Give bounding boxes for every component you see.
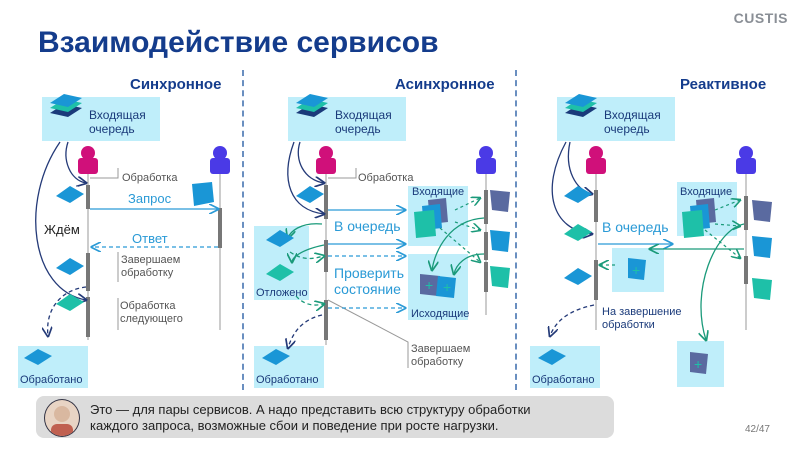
label-done: Обработано (256, 374, 319, 386)
company-logo: CUSTIS (733, 10, 788, 26)
message-icon (56, 258, 84, 275)
message-icon (262, 349, 290, 365)
label-postponed: Отложено (256, 287, 308, 299)
section-title-sync: Синхронное (130, 76, 222, 93)
service-a-icon (78, 146, 98, 174)
section-divider (242, 70, 244, 390)
processed-box (254, 346, 324, 388)
speaker-note-text: Это — для пары сервисов. А надо представ… (90, 402, 531, 433)
message-icon (56, 294, 84, 311)
section-title-async: Асинхронное (395, 76, 495, 93)
queue-stack-icon (565, 94, 597, 117)
plus-icon: + (443, 279, 451, 295)
message-icon (538, 349, 566, 365)
message-icon (564, 186, 592, 203)
label-to-queue: В очередь (334, 218, 401, 234)
label-request: Запрос (128, 191, 172, 206)
message-icon (420, 274, 440, 296)
message-icon (490, 266, 510, 288)
message-icon (192, 182, 214, 206)
service-a-icon (316, 146, 336, 174)
message-icon (690, 352, 708, 374)
message-icon (752, 236, 772, 258)
label-incoming: Входящие (680, 186, 733, 198)
label-response: Ответ (132, 231, 168, 246)
message-icon (266, 264, 294, 281)
message-icon (56, 186, 84, 203)
speaker-note (36, 396, 614, 438)
message-icon (752, 200, 772, 222)
processed-box (530, 346, 600, 388)
plus-icon: + (632, 262, 640, 278)
message-icon (682, 210, 704, 238)
message-icon (490, 230, 510, 252)
service-b-icon (210, 146, 230, 174)
service-b-icon (736, 146, 756, 174)
page-number: 42/47 (744, 424, 770, 435)
section-divider (515, 70, 517, 390)
label-wait: Ждём (44, 222, 80, 237)
message-icon (414, 210, 436, 238)
plus-icon: + (425, 277, 433, 293)
message-icon (296, 186, 324, 203)
section-title-reactive: Реактивное (680, 76, 767, 93)
message-icon (564, 268, 592, 285)
message-icon (24, 349, 52, 365)
message-icon (752, 278, 772, 300)
message-icon (266, 230, 294, 247)
service-a-icon (586, 146, 606, 174)
label-to-queue: В очередь (602, 219, 669, 235)
label-processing: Обработка (122, 172, 178, 184)
message-icon (628, 258, 646, 280)
label-incoming: Входящие (412, 186, 465, 198)
message-icon (490, 190, 510, 212)
plus-icon: + (694, 356, 702, 372)
speaker-avatar (44, 399, 80, 437)
message-icon (564, 224, 592, 241)
page-title: Взаимодействие сервисов (38, 26, 439, 59)
queue-stack-icon (296, 94, 328, 117)
person-icon (51, 406, 73, 436)
queue-stack-icon (50, 94, 82, 117)
service-b-icon (476, 146, 496, 174)
label-outgoing: Исходящие (411, 308, 470, 320)
label-processing: Обработка (358, 172, 414, 184)
label-done: Обработано (20, 374, 83, 386)
label-done: Обработано (532, 374, 595, 386)
processed-box (18, 346, 88, 388)
message-icon (436, 276, 456, 298)
